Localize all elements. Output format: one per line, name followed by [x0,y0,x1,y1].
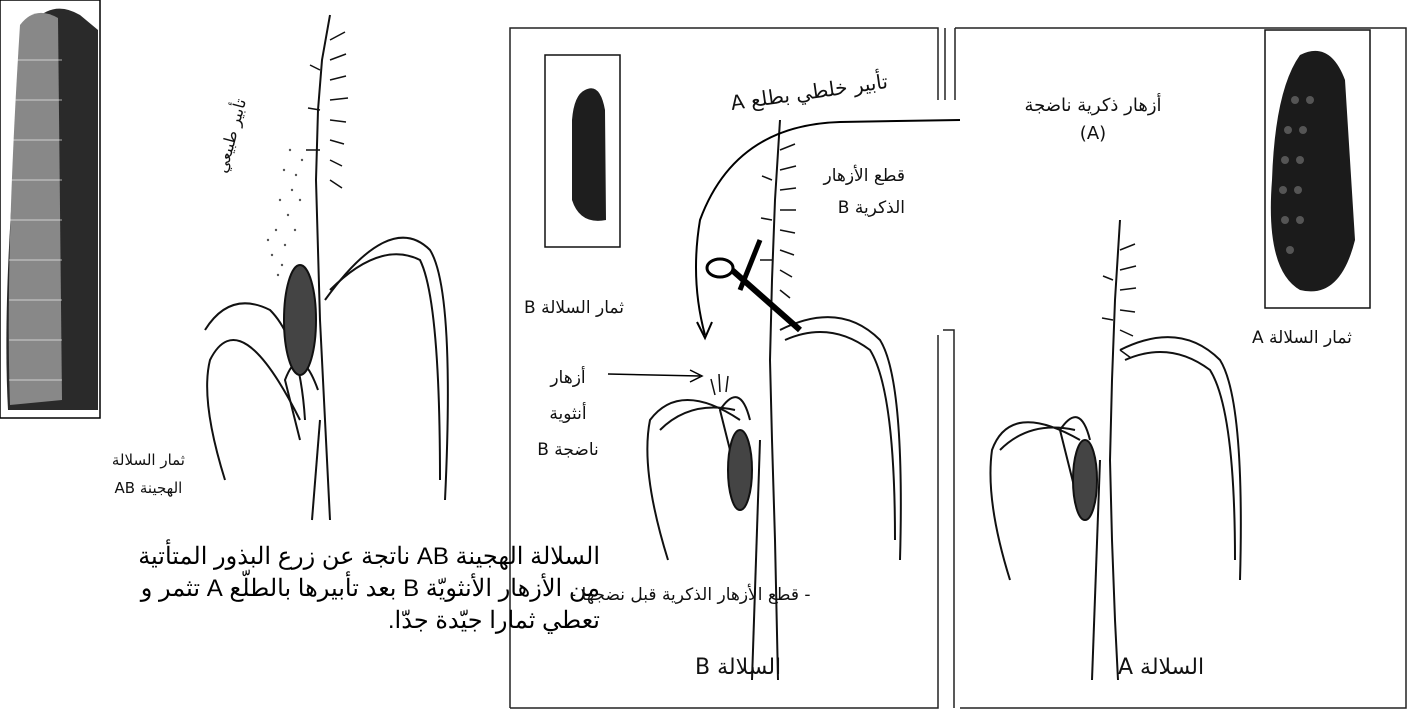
cut-label-line-2: الذكرية B [823,192,905,224]
strain-b-label: السلالة B [695,655,781,680]
cross-pollination-arrow [696,120,960,338]
hybrid-ear-image [0,0,100,418]
female-label-line-3: ناضجة B [522,432,614,468]
hybrid-fruit-label-line-1: ثمار السلالة [112,446,185,474]
cut-label-line-1: قطع الأزهار [823,160,905,192]
scissors-icon [707,240,800,330]
female-label-line-2: أنثوية [522,396,614,432]
strain-a-fruit-label: ثمار السلالة A [1252,328,1352,348]
strain-a-ear-image [1265,30,1370,308]
strain-b-fruit-label: ثمار السلالة B [524,298,624,318]
female-flowers-label: أزهار أنثوية ناضجة B [522,360,614,468]
cut-male-flowers-label: قطع الأزهار الذكرية B [823,160,905,224]
strain-b-ear-image [545,55,620,247]
hybrid-caption: السلالة الهجينة AB ناتجة عن زرع البذور ا… [130,541,600,637]
hybrid-corn-plant [205,15,448,520]
pollen-dots [267,149,303,276]
male-label-line-1: أزهار ذكرية ناضجة [968,92,1218,120]
hybrid-fruit-label: ثمار السلالة الهجينة AB [112,446,185,502]
mature-male-flowers-label: أزهار ذكرية ناضجة (A) [968,92,1218,148]
male-label-line-2: (A) [968,120,1218,148]
hybrid-fruit-label-line-2: الهجينة AB [112,474,185,502]
female-label-line-1: أزهار [522,360,614,396]
female-flower-arrow [608,370,702,382]
cut-before-maturity-note: - قطع الأزهار الذكرية قبل نضجها - [570,585,811,605]
strain-a-corn-plant [990,220,1240,680]
strain-a-label: السلالة A [1118,655,1204,680]
